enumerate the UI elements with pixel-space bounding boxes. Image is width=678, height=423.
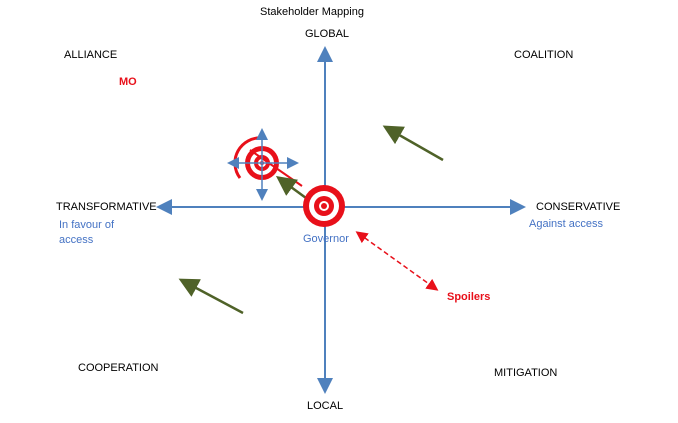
- axis-left-sublabel: In favour of access: [59, 219, 115, 246]
- quadrant-bottom-left: COOPERATION: [78, 362, 159, 374]
- axis-left-label: TRANSFORMATIVE: [56, 201, 157, 213]
- shift-arrow: [275, 176, 307, 200]
- quadrant-top-right: COALITION: [514, 49, 574, 61]
- quadrant-bottom-right: MITIGATION: [494, 367, 558, 379]
- spoilers-dashed-arrow: [355, 231, 439, 291]
- quadrant-top-left: ALLIANCE: [64, 49, 118, 61]
- actor-mo: MO: [119, 76, 137, 88]
- governor-target: [303, 185, 345, 227]
- mo-target: [227, 128, 303, 201]
- axis-right-label: CONSERVATIVE: [536, 201, 621, 213]
- actor-governor: Governor: [303, 233, 349, 245]
- diagram-title: Stakeholder Mapping: [260, 6, 364, 18]
- trend-arrow-top-right: [382, 125, 444, 162]
- axis-top-label: GLOBAL: [305, 28, 350, 40]
- axis-bottom-label: LOCAL: [307, 400, 344, 412]
- actor-spoilers: Spoilers: [447, 291, 491, 303]
- axis-right-sublabel: Against access: [529, 218, 603, 230]
- trend-arrow-bottom-left: [178, 278, 244, 315]
